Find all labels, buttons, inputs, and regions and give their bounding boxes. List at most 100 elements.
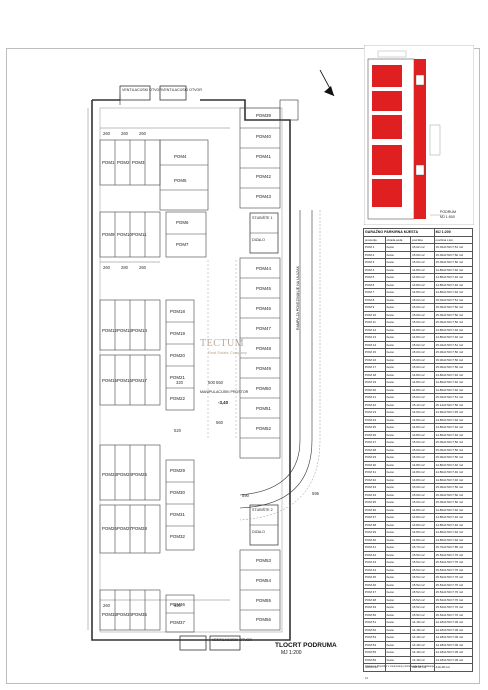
table-cell: 15.12 m2 xyxy=(410,400,435,409)
table-cell: 15.52 m2 xyxy=(410,603,435,612)
table-cell: POM 36 xyxy=(363,505,386,514)
table-cell: POM 1 xyxy=(363,243,386,252)
table-cell: POM 51 xyxy=(363,618,386,627)
table-cell: beton xyxy=(384,265,412,274)
table-cell: 14.18 m2 xyxy=(410,618,435,627)
space-label: POM37 xyxy=(170,620,185,625)
parking-spaces-table: GARAŽNO PARKIRNA MJESTA MJ 1:200 prostor… xyxy=(363,228,474,672)
table-cell: 15.00x0.50=7.50 m2 xyxy=(433,250,474,259)
table-cell: beton xyxy=(384,378,412,387)
table-cell: 15.52 m2 xyxy=(410,565,435,574)
table-cell: beton xyxy=(384,565,412,574)
table-cell: beton xyxy=(384,558,412,567)
space-label: POM45 xyxy=(256,286,271,291)
table-cell: POM 25 xyxy=(363,423,386,432)
table-cell: beton xyxy=(384,475,412,484)
table-cell: POM 42 xyxy=(363,550,386,559)
table-cell: 15.52 m2 xyxy=(410,573,435,582)
table-cell: 14.80 m2 xyxy=(410,273,435,282)
table-cell: 14.90 m2 xyxy=(410,408,435,417)
table-cell: POM 23 xyxy=(363,408,386,417)
table-cell: POM 32 xyxy=(363,475,386,484)
table-cell: 15.12x0.50=7.56 m2 xyxy=(433,400,474,409)
space-label: POM50 xyxy=(256,386,271,391)
table-cell: beton xyxy=(384,348,412,357)
space-label: POM5 xyxy=(174,178,187,183)
table-cell: 14.80x0.50=7.40 m2 xyxy=(433,385,474,394)
table-cell: beton xyxy=(384,280,412,289)
space-label: POM18 xyxy=(170,309,185,314)
table-cell: POM 34 xyxy=(363,490,386,499)
table-cell: 15.00x0.50=7.50 m2 xyxy=(433,258,474,267)
space-label: POM39 xyxy=(256,113,271,118)
table-cell: 15.00x0.50=7.50 m2 xyxy=(433,490,474,499)
note-lift: DIZALO xyxy=(252,238,265,242)
table-cell: 15.02 m2 xyxy=(410,243,435,252)
table-cell: beton xyxy=(384,550,412,559)
table-cell: 15.00x0.50=7.50 m2 xyxy=(433,318,474,327)
space-label: POM28 xyxy=(132,526,147,531)
table-cell: beton xyxy=(384,385,412,394)
space-label: POM15 xyxy=(102,378,117,383)
table-cell: 14.18x0.50=7.09 m2 xyxy=(433,618,474,627)
table-cell: 15.52 m2 xyxy=(410,588,435,597)
note-stair: STUBIŠTE 2 xyxy=(252,508,273,512)
table-cell: 14.80x0.50=7.40 m2 xyxy=(433,280,474,289)
space-label: POM9 xyxy=(102,232,115,237)
table-cell: beton xyxy=(384,295,412,304)
table-cell: 14.80 m2 xyxy=(410,468,435,477)
space-label: POM21 xyxy=(170,375,185,380)
table-header: obrada poda xyxy=(384,235,412,244)
table-cell: 15.00x0.50=7.50 m2 xyxy=(433,348,474,357)
table-cell: 14.18x0.50=7.09 m2 xyxy=(433,633,474,642)
space-label: POM55 xyxy=(256,598,271,603)
table-cell: beton xyxy=(384,535,412,544)
space-label: POM24 xyxy=(117,472,132,477)
table-cell: beton xyxy=(384,460,412,469)
table-cell: 14.80 m2 xyxy=(410,265,435,274)
table-cell: 15.02x0.50=7.51 m2 xyxy=(433,243,474,252)
table-cell: 14.80 m2 xyxy=(410,378,435,387)
table-cell: POM 4 xyxy=(363,265,386,274)
table-cell: POM 41 xyxy=(363,543,386,552)
space-label: POM14 xyxy=(132,328,147,333)
table-cell: 14.80x0.50=7.40 m2 xyxy=(433,535,474,544)
table-cell: beton xyxy=(384,483,412,492)
space-label: POM52 xyxy=(256,426,271,431)
space-label: POM7 xyxy=(176,242,189,247)
note-stair: STUBIŠTE 1 xyxy=(252,216,273,220)
table-cell: 14.18 m2 xyxy=(410,625,435,634)
table-cell: beton xyxy=(384,243,412,252)
table-cell: POM 10 xyxy=(363,310,386,319)
table-cell: 14.80x0.50=7.40 m2 xyxy=(433,415,474,424)
dimension: 590 xyxy=(242,493,249,498)
table-cell: POM 46 xyxy=(363,580,386,589)
dimension: 260 xyxy=(139,265,146,270)
table-cell: beton xyxy=(384,505,412,514)
table-cell: POM 40 xyxy=(363,535,386,544)
space-label: POM13 xyxy=(117,328,132,333)
table-cell: 14.18 m2 xyxy=(410,640,435,649)
space-label: POM33 xyxy=(102,612,117,617)
table-cell: 14.80x0.50=7.40 m2 xyxy=(433,265,474,274)
table-cell: 15.00 m2 xyxy=(410,355,435,364)
footer-note: Izračun po Pravilniku o vrednovanju pros… xyxy=(365,665,435,668)
table-cell: POM 13 xyxy=(363,333,386,342)
dimension: 260 xyxy=(103,603,110,608)
table-cell: beton xyxy=(384,430,412,439)
